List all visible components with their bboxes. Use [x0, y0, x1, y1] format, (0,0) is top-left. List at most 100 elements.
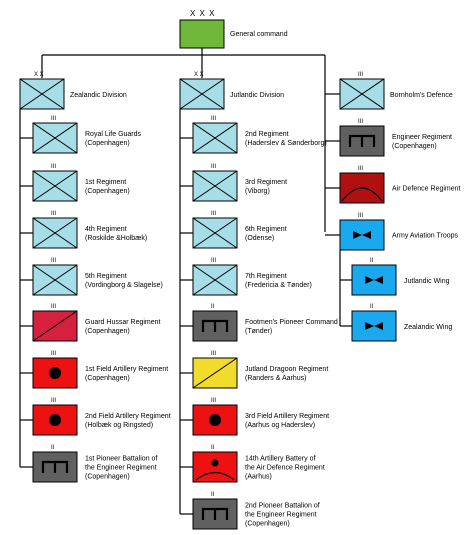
jutlandic-unit-2-echelon: III — [211, 164, 216, 170]
zealandic-unit-7-echelon: III — [51, 398, 56, 404]
cavalry-slash-line — [192, 357, 238, 389]
zealandic-unit-4-symbol — [32, 264, 78, 296]
zealandic-unit-8-label-line-2: the Engineer Regiment — [85, 465, 157, 472]
jutlandic-unit-9-label-line-3: (Copenhagen) — [245, 521, 290, 528]
zealandic-unit-4-label-line-2: (Vordingborg & Slagelse) — [85, 282, 163, 289]
jutlandic-division-symbol — [179, 78, 225, 110]
general-command-label: General command — [230, 31, 288, 38]
regiment-unit-2-echelon: III — [358, 166, 363, 172]
jutlandic-unit-5-label-line-1: Footmen's Pioneer Command — [245, 319, 338, 326]
bornholm-label: Bornholm's Defence — [390, 92, 453, 99]
jutlandic-unit-5-echelon: II — [211, 304, 215, 310]
regiment-unit-1-echelon: III — [358, 119, 363, 125]
aviation-wing-1-symbol — [351, 264, 397, 296]
propeller-icon — [365, 276, 383, 284]
zealandic-unit-6-label-line-2: (Copenhagen) — [85, 375, 130, 382]
jutlandic-unit-9-echelon: II — [211, 492, 215, 498]
jutlandic-unit-7-label-line-2: (Aarhus og Haderslev) — [245, 422, 315, 429]
cavalry-slash-line — [32, 310, 78, 342]
zealandic-unit-3-label-line-1: 4th Regiment — [85, 226, 127, 233]
general-command-echelon: X X X — [190, 9, 215, 18]
jutlandic-unit-1-label-line-1: 2nd Regiment — [245, 131, 289, 138]
jutlandic-unit-8-symbol — [192, 451, 238, 483]
propeller-icon — [353, 231, 371, 239]
bornholm-echelon: III — [358, 72, 363, 78]
jutlandic-unit-7-label-line-1: 3rd Field Artillery Regiment — [245, 413, 329, 420]
zealandic-unit-2-echelon: III — [51, 164, 56, 170]
infantry-cross-line — [192, 122, 238, 154]
jutlandic-unit-4-symbol — [192, 264, 238, 296]
jutlandic-division-echelon: X X — [194, 72, 204, 78]
artillery-dot-icon — [49, 414, 61, 426]
aviation-wing-2-label: Zealandic Wing — [404, 324, 452, 331]
zealandic-unit-2-label-line-1: 1st Regiment — [85, 179, 126, 186]
jutlandic-unit-3-symbol — [192, 217, 238, 249]
engineer-bridge-icon — [201, 319, 229, 332]
regiment-unit-2-symbol — [339, 172, 385, 204]
engineer-bridge-icon — [201, 507, 229, 520]
artillery-dot-icon — [49, 367, 61, 379]
jutlandic-unit-6-echelon: III — [211, 351, 216, 357]
zealandic-unit-5-label-line-2: (Copenhagen) — [85, 328, 130, 335]
jutlandic-unit-8-echelon: II — [211, 445, 215, 451]
aviation-wing-2-echelon: II — [370, 304, 374, 310]
jutlandic-unit-9-label-line-2: the Engineer Regiment — [245, 512, 317, 519]
zealandic-unit-1-symbol — [32, 122, 78, 154]
zealandic-unit-8-symbol — [32, 451, 78, 483]
zealandic-unit-1-echelon: III — [51, 116, 56, 122]
zealandic-division-symbol — [19, 78, 65, 110]
jutlandic-unit-3-echelon: III — [211, 211, 216, 217]
zealandic-division-label: Zealandic Division — [70, 92, 127, 99]
jutlandic-unit-7-symbol — [192, 404, 238, 436]
infantry-cross-line — [179, 78, 225, 110]
zealandic-unit-8-label-line-1: 1st Pioneer Battalion of — [85, 456, 157, 463]
jutlandic-unit-6-symbol — [192, 357, 238, 389]
jutlandic-unit-9-label-line-1: 2nd Pioneer Battalion of — [245, 503, 320, 510]
jutlandic-unit-6-label-line-2: (Randers & Aarhus) — [245, 375, 306, 382]
zealandic-division-echelon: X X — [34, 72, 44, 78]
jutlandic-unit-3-label-line-1: 6th Regiment — [245, 226, 287, 233]
zealandic-unit-3-label-line-2: (Roskilde &Holbæk) — [85, 235, 147, 242]
air-defence-arc-icon — [195, 471, 235, 481]
jutlandic-unit-9-symbol — [192, 498, 238, 530]
bornholm-symbol — [339, 78, 385, 110]
jutlandic-unit-5-label-line-2: (Tønder) — [245, 328, 272, 335]
jutlandic-division-label: Jutlandic Division — [230, 92, 284, 99]
regiment-unit-3-symbol — [339, 219, 385, 251]
jutlandic-unit-4-label-line-2: (Fredericia & Tønder) — [245, 282, 312, 289]
jutlandic-unit-2-label-line-2: (Viborg) — [245, 188, 270, 195]
artillery-frame — [32, 404, 78, 436]
engineer-frame — [32, 451, 78, 483]
jutlandic-unit-4-label-line-1: 7th Regiment — [245, 273, 287, 280]
zealandic-unit-6-echelon: III — [51, 351, 56, 357]
aviation-wing-1-echelon: II — [370, 258, 374, 264]
jutlandic-unit-3-label-line-2: (Odense) — [245, 235, 274, 242]
engineer-bridge-icon — [41, 460, 69, 473]
regiment-unit-1-symbol — [339, 125, 385, 157]
regiment-unit-3-echelon: III — [358, 213, 363, 219]
aviation-wing-2-symbol — [351, 310, 397, 342]
jutlandic-unit-8-label-line-3: (Aarhus) — [245, 474, 272, 481]
infantry-cross-line — [192, 264, 238, 296]
jutlandic-unit-5-symbol — [192, 310, 238, 342]
jutlandic-unit-8-label-line-2: the Air Defence Regiment — [245, 465, 325, 472]
infantry-cross-line — [32, 122, 78, 154]
zealandic-unit-7-label-line-1: 2nd Field Artillery Regiment — [85, 413, 171, 420]
infantry-cross-line — [192, 170, 238, 202]
infantry-cross-line — [19, 78, 65, 110]
infantry-cross-line — [192, 217, 238, 249]
zealandic-unit-1-label-line-1: Royal Life Guards — [85, 131, 142, 138]
artillery-dot-icon — [211, 459, 219, 467]
engineer-bridge-icon — [348, 134, 376, 147]
jutlandic-unit-2-symbol — [192, 170, 238, 202]
zealandic-unit-1-label-line-2: (Copenhagen) — [85, 140, 130, 147]
zealandic-unit-3-echelon: III — [51, 211, 56, 217]
infantry-cross-line — [32, 264, 78, 296]
regiment-unit-2-label-line-1: Air Defence Regiment — [392, 186, 461, 193]
jutlandic-unit-8-label-line-1: 14th Artillery Battery of — [245, 456, 315, 463]
zealandic-unit-3-symbol — [32, 217, 78, 249]
zealandic-unit-5-label-line-1: Guard Hussar Regiment — [85, 319, 161, 326]
zealandic-unit-2-symbol — [32, 170, 78, 202]
general-command-symbol — [179, 19, 225, 49]
